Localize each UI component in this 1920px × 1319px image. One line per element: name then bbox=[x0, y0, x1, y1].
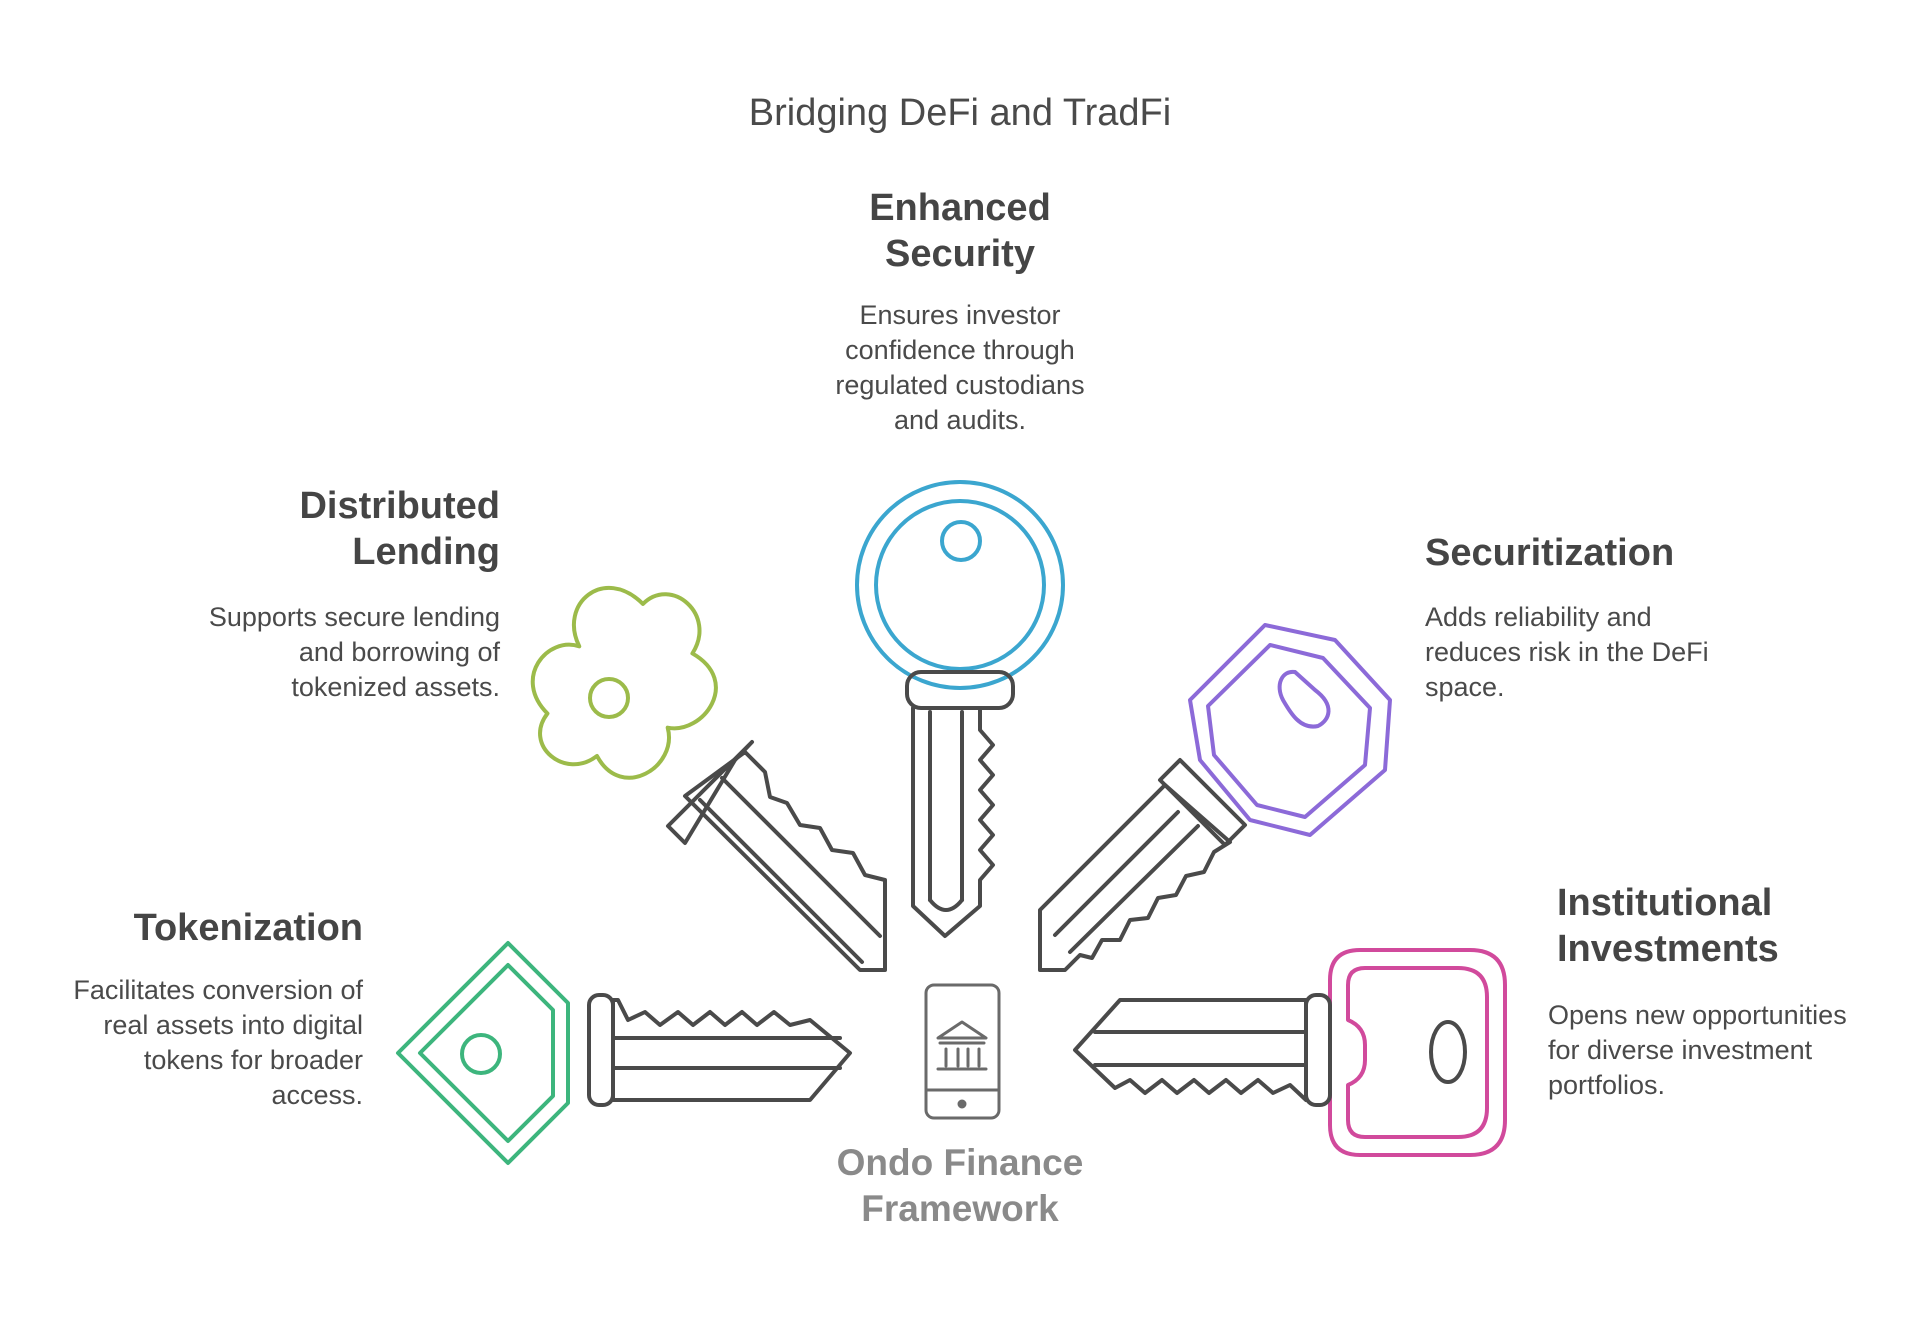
framework-label-text: Ondo Finance Framework bbox=[836, 1142, 1084, 1229]
tokenization-desc-line: Facilitates conversion of bbox=[73, 975, 363, 1005]
cloud-key-icon bbox=[530, 585, 887, 972]
distributed-lending-desc-line: and borrowing of bbox=[298, 637, 500, 667]
tokenization-description: Facilitates conversion of real assets in… bbox=[0, 973, 363, 1113]
enhanced-security-desc-line: Ensures investor bbox=[859, 300, 1061, 330]
tokenization-desc-line: tokens for broader bbox=[143, 1045, 363, 1075]
distributed-lending-title-line1: Distributed bbox=[299, 485, 500, 527]
enhanced-security-description: Ensures investor confidence through regu… bbox=[760, 298, 1160, 438]
distributed-lending-description: Supports secure lending and borrowing of… bbox=[100, 600, 500, 705]
institutional-investments-title: Institutional Investments bbox=[1557, 880, 1917, 972]
diamond-key-icon bbox=[396, 941, 852, 1165]
tokenization-desc-line: access. bbox=[271, 1080, 363, 1110]
tokenization-title: Tokenization bbox=[0, 905, 363, 951]
institutional-investments-title-line1: Institutional bbox=[1557, 882, 1773, 924]
tokenization-title-line1: Tokenization bbox=[133, 907, 363, 949]
mobile-bank-icon bbox=[924, 983, 1001, 1120]
round-key-icon bbox=[855, 480, 1065, 938]
securitization-description: Adds reliability and reduces risk in the… bbox=[1425, 600, 1825, 705]
securitization-desc-line: Adds reliability and bbox=[1425, 602, 1652, 632]
securitization-title-line1: Securitization bbox=[1425, 532, 1675, 574]
institutional-investments-description: Opens new opportunities for diverse inve… bbox=[1548, 998, 1918, 1103]
enhanced-security-title-line1: Enhanced bbox=[869, 187, 1051, 229]
tokenization-desc-line: real assets into digital bbox=[103, 1010, 363, 1040]
institutional-investments-desc-line: for diverse investment bbox=[1548, 1035, 1813, 1065]
diagram-title: Bridging DeFi and TradFi bbox=[748, 92, 1172, 134]
securitization-desc-line: reduces risk in the DeFi bbox=[1425, 637, 1709, 667]
octagon-key-icon bbox=[1038, 623, 1392, 972]
securitization-title: Securitization bbox=[1425, 530, 1825, 576]
enhanced-security-desc-line: regulated custodians bbox=[835, 370, 1085, 400]
institutional-investments-title-line2: Investments bbox=[1557, 928, 1779, 970]
institutional-investments-desc-line: Opens new opportunities bbox=[1548, 1000, 1847, 1030]
distributed-lending-desc-line: Supports secure lending bbox=[208, 602, 500, 632]
distributed-lending-title-line2: Lending bbox=[352, 531, 500, 573]
enhanced-security-title: Enhanced Security bbox=[760, 185, 1160, 277]
institutional-investments-desc-line: portfolios. bbox=[1548, 1070, 1666, 1100]
distributed-lending-desc-line: tokenized assets. bbox=[291, 672, 500, 702]
enhanced-security-desc-line: confidence through bbox=[845, 335, 1075, 365]
distributed-lending-title: Distributed Lending bbox=[100, 483, 500, 575]
framework-label: Ondo Finance Framework bbox=[760, 1140, 1160, 1232]
securitization-desc-line: space. bbox=[1425, 672, 1505, 702]
enhanced-security-desc-line: and audits. bbox=[893, 405, 1027, 435]
enhanced-security-title-line2: Security bbox=[885, 233, 1035, 275]
rounded-square-key-icon bbox=[1073, 948, 1507, 1157]
